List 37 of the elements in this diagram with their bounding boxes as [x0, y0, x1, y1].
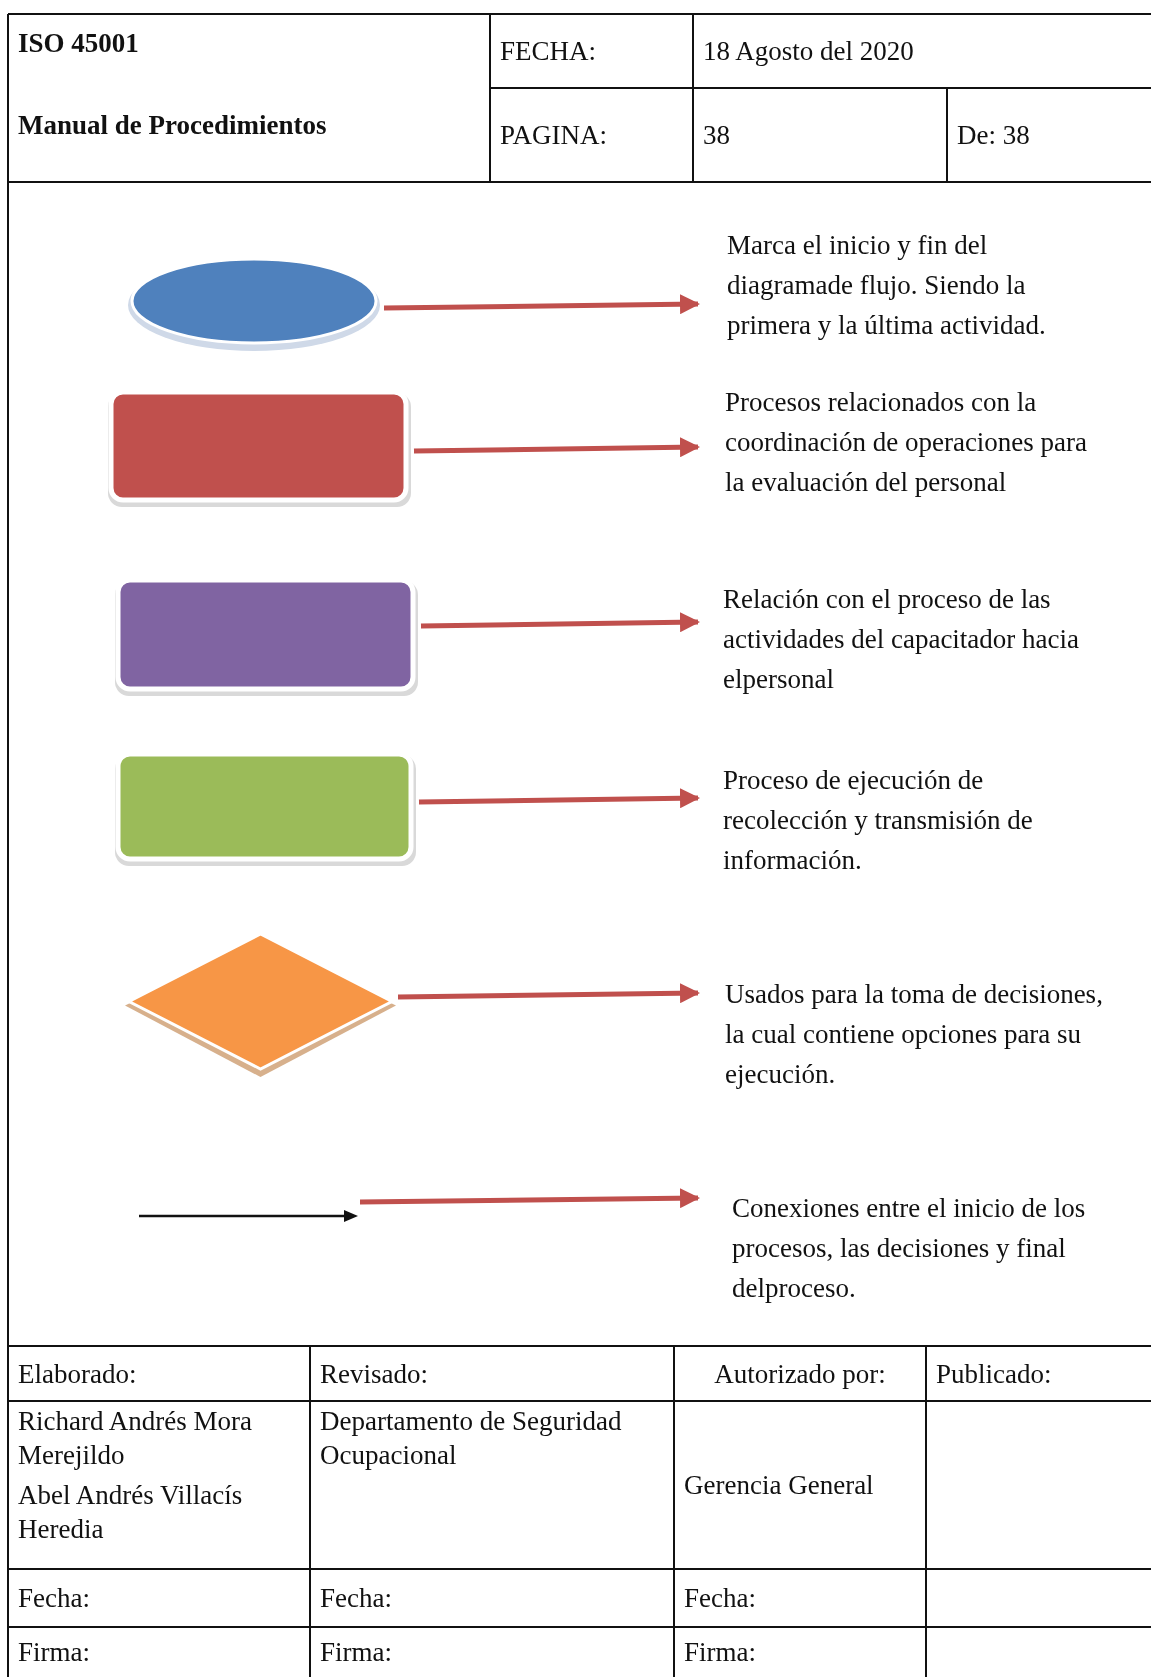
table-text: Departamento de Seguridad Ocupacional [320, 1405, 623, 1472]
arrow [383, 294, 700, 315]
decision-diamond [125, 934, 396, 1077]
table-text: De: 38 [957, 119, 1030, 152]
table-text: Richard Andrés Mora Merejildo [18, 1405, 253, 1472]
arrow [359, 1188, 700, 1209]
table-text: Autorizado por: [714, 1357, 886, 1391]
process-box [114, 752, 417, 867]
table-text: Fecha: [18, 1582, 90, 1615]
arrow [418, 788, 700, 809]
process-box [107, 390, 412, 508]
table-text: Firma: [320, 1636, 392, 1669]
description-text: Proceso de ejecución de recolección y transmisión de información. [700, 760, 1103, 880]
description-text: Usados para la toma de decisiones, la cual contiene opciones para su ejecución. [700, 974, 1105, 1094]
table-text: Firma: [18, 1636, 90, 1669]
table-text: 38 [703, 119, 730, 152]
arrow [413, 437, 700, 458]
arrow [397, 983, 700, 1004]
table-text: PAGINA: [500, 119, 608, 152]
process-box [114, 578, 419, 697]
table-text: Manual de Procedimientos [18, 109, 327, 142]
table-text: Fecha: [684, 1582, 756, 1615]
table-text: Publicado: [936, 1357, 1052, 1391]
table-text: Fecha: [320, 1582, 392, 1615]
table-text: ISO 45001 [18, 27, 139, 60]
table-text: Abel Andrés Villacís Heredia [18, 1479, 244, 1546]
description-text: Marca el inicio y fin del diagramade flujo. Siendo la primera y la última actividad. [700, 225, 1107, 345]
table-text: Firma: [684, 1636, 756, 1669]
table-text: Elaborado: [18, 1357, 137, 1391]
arrow [420, 612, 700, 633]
description-text: Conexiones entre el inicio de los procesos, las decisiones y final delproceso. [700, 1188, 1112, 1308]
table-text: FECHA: [500, 35, 597, 68]
description-text: Relación con el proceso de las actividades del capacitador hacia elpersonal [700, 579, 1103, 699]
table-text: Revisado: [320, 1357, 428, 1391]
description-text: Procesos relacionados con la coordinación de operaciones para la evaluación del personal [700, 382, 1105, 502]
table-text: Gerencia General [684, 1469, 874, 1502]
table-text: 18 Agosto del 2020 [703, 35, 914, 68]
